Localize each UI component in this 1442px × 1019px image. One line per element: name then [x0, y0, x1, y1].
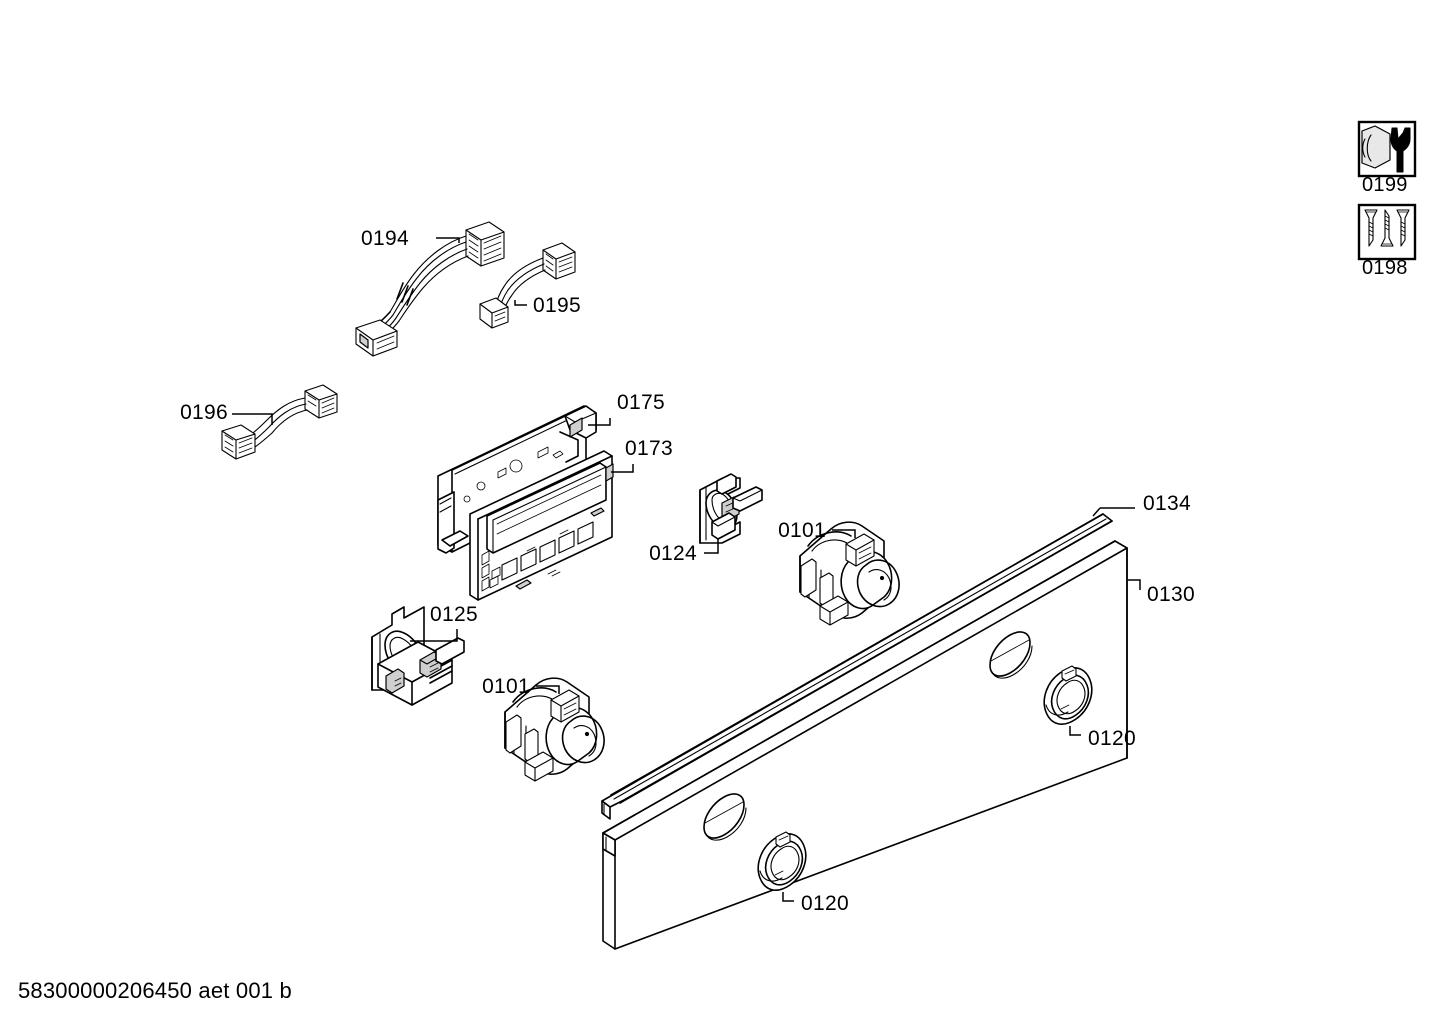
connector-left-0196 [221, 424, 256, 460]
part-label-0124: 0124 [649, 542, 697, 565]
connector-multipin-0194 [465, 221, 505, 267]
icon-part-0199-tool: 0199 [1357, 120, 1417, 196]
connector-right-0196 [304, 384, 338, 419]
icon-label-0198: 0198 [1362, 257, 1408, 279]
connector-flat-0194 [355, 319, 398, 357]
part-0124-selector-switch-small: 0124 [649, 473, 763, 565]
screw-icon-left [1364, 209, 1378, 247]
part-0120-knob-bezel-ring-left: 0120 [757, 831, 849, 915]
part-0101-rotary-switch-upper: 0101 [778, 519, 900, 626]
screw-icon-centre [1380, 209, 1394, 247]
part-label-0101-upper: 0101 [778, 519, 826, 542]
panel-knob-opening-left [703, 793, 747, 841]
part-label-0196: 0196 [180, 401, 228, 424]
drawing-reference-footer: 58300000206450 aet 001 b [18, 978, 292, 1003]
part-label-0130: 0130 [1147, 583, 1195, 606]
part-0195-wiring-harness-short-curved: 0195 [479, 242, 581, 329]
icon-label-0199: 0199 [1362, 174, 1408, 196]
icon-part-0198-fasteners: 0198 [1357, 203, 1417, 279]
part-0125-switch-assembly: 0125 [371, 603, 478, 706]
part-0130-front-panel: 0130 [602, 540, 1195, 950]
part-0196-wiring-harness-short: 0196 [180, 384, 338, 460]
pcb-key-row [501, 521, 594, 581]
part-label-0195: 0195 [533, 294, 581, 317]
connector-bottom-0195 [479, 297, 509, 329]
part-label-0120-right: 0120 [1088, 727, 1136, 750]
wrench-icon [1390, 127, 1411, 173]
part-label-0194: 0194 [361, 227, 409, 250]
part-0120-knob-bezel-ring-right: 0120 [1043, 665, 1136, 750]
part-label-0173: 0173 [625, 437, 673, 460]
part-0175-0173-control-module: 0175 0173 [437, 391, 673, 601]
nut-icon [1361, 125, 1391, 169]
part-label-0101-lower: 0101 [482, 675, 530, 698]
screw-icon-right [1396, 209, 1410, 247]
part-label-0134: 0134 [1143, 492, 1191, 515]
part-label-0175: 0175 [617, 391, 665, 414]
part-0194-wiring-harness-long: 0194 [355, 221, 505, 357]
part-0134-trim-strip: 0134 [601, 492, 1191, 820]
part-0101-rotary-switch-lower: 0101 [482, 675, 605, 782]
part-label-0120-left: 0120 [801, 892, 849, 915]
module-pcb-display [469, 450, 614, 601]
panel-knob-opening-right [989, 631, 1033, 679]
part-label-0125: 0125 [430, 603, 478, 626]
connector-top-0195 [542, 242, 576, 280]
